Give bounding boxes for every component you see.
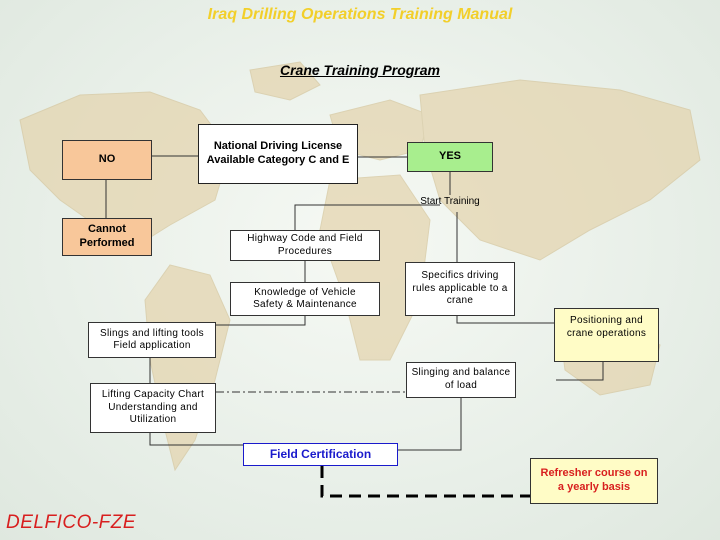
node-field-certification: Field Certification	[243, 443, 398, 466]
node-yes: YES	[407, 142, 493, 172]
node-cannot-performed: Cannot Performed	[62, 218, 152, 256]
node-slings-lifting-tools: Slings and lifting tools Field applicati…	[88, 322, 216, 358]
node-positioning-crane-operations: Positioning and crane operations	[554, 308, 659, 362]
page-title: Iraq Drilling Operations Training Manual	[207, 6, 513, 23]
line-lifting-to-certification	[149, 433, 243, 446]
node-lifting-capacity-chart: Lifting Capacity Chart Understanding and…	[90, 383, 216, 433]
line-start-trunk	[294, 204, 440, 212]
program-title: Crane Training Program	[279, 62, 440, 78]
node-national-driving-license: National Driving License Available Categ…	[198, 124, 358, 184]
node-slinging-balance-load: Slinging and balance of load	[406, 362, 516, 398]
node-no: NO	[62, 140, 152, 180]
company-logo: DELFICO-FZE	[6, 512, 137, 533]
label-start-training: Start Training	[420, 196, 480, 207]
node-specifics-driving-rules: Specifics driving rules applicable to a …	[405, 262, 515, 316]
dashed-certification-to-refresher	[320, 466, 530, 498]
line-positioning-to-slinging	[556, 362, 604, 381]
line-slinging-to-certification	[398, 398, 462, 451]
node-highway-code: Highway Code and Field Procedures	[230, 230, 380, 261]
line-specifics-to-positioning	[456, 316, 554, 324]
node-knowledge-vehicle-safety: Knowledge of Vehicle Safety & Maintenanc…	[230, 282, 380, 316]
node-refresher-course: Refresher course on a yearly basis	[530, 458, 658, 504]
